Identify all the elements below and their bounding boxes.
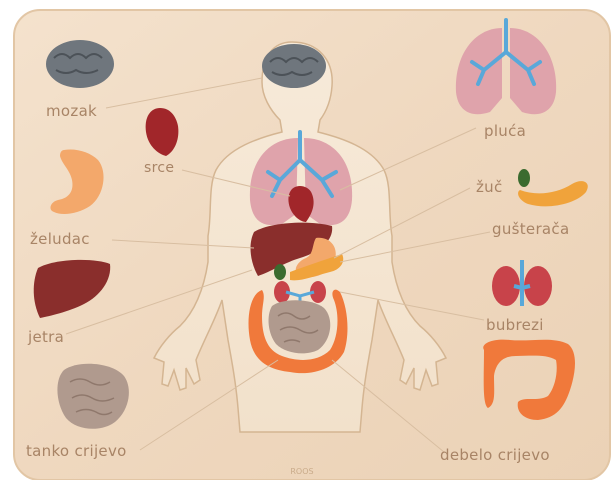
- label-tanko-crijevo: tanko crijevo: [26, 442, 127, 460]
- label-gusteraca: gušterača: [492, 220, 569, 238]
- label-pluca: pluća: [484, 122, 526, 140]
- label-debelo-crijevo: debelo crijevo: [440, 446, 550, 464]
- small-intestine-in-body: [269, 300, 331, 353]
- brain-piece: [46, 40, 114, 88]
- gallbladder-in-body: [274, 264, 286, 280]
- label-zeludac: želudac: [30, 230, 90, 248]
- label-mozak: mozak: [46, 102, 97, 120]
- label-bubrezi: bubrezi: [486, 316, 544, 334]
- brain-in-head: [262, 44, 326, 88]
- maker-logo: ROOS: [290, 467, 313, 476]
- label-srce: srce: [144, 160, 174, 176]
- label-jetra: jetra: [27, 328, 64, 346]
- label-zuc: žuč: [476, 178, 503, 196]
